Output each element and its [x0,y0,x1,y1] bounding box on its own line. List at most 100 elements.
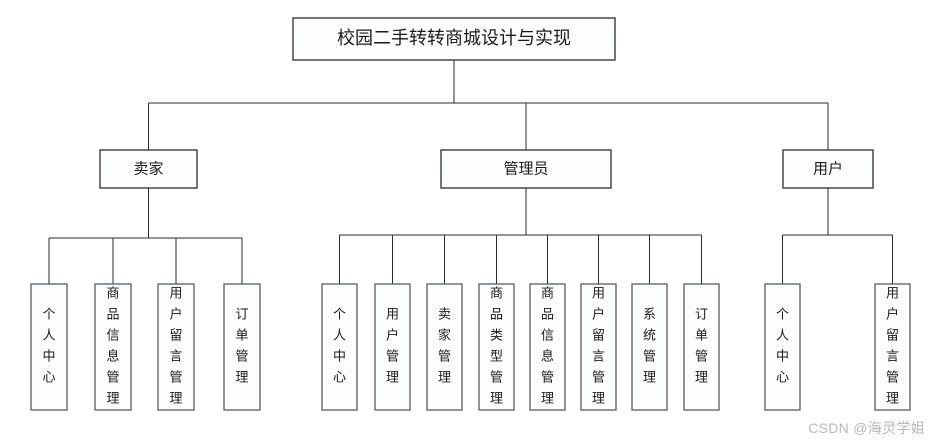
node-admin-leaf-7-label-char: 管 [695,348,708,363]
node-user-label: 用户 [813,160,843,177]
node-admin-leaf-2-label-char: 家 [438,327,451,342]
node-admin-leaf-1-label-char: 理 [386,369,399,384]
node-admin-leaf-7-label-char: 理 [695,369,708,384]
node-admin-leaf-3-label-char: 型 [490,348,503,363]
node-admin-leaf-5-rect [580,283,617,411]
csdn-watermark: CSDN @海灵学姐 [808,420,925,436]
node-admin-leaf-4-label-char: 管 [541,369,554,384]
node-user-leaf-1-label-char: 管 [886,369,899,384]
node-user-leaf-1-label-char: 理 [886,390,899,405]
node-admin-leaf-2-label-char: 理 [438,369,451,384]
node-seller-leaf-2-label-char: 言 [169,348,182,363]
node-seller-leaf-1-label-char: 息 [106,348,119,363]
node-seller-leaf-0-rect [30,283,68,411]
node-admin-leaf-0-label-char: 心 [333,369,346,384]
node-admin-leaf-3-label-char: 商 [490,285,503,300]
node-admin-leaf-3-label-char: 类 [490,327,503,342]
node-admin-rect [440,149,612,189]
node-admin-leaf-1-rect [374,283,411,411]
node-user-leaf-0-label-char: 中 [776,348,789,363]
node-seller-leaf-0-label-char: 中 [42,348,55,363]
node-admin-leaf-0-rect [321,283,358,411]
node-admin-leaf-0-label-char: 个 [333,306,346,321]
node-seller-leaf-2-label-char: 理 [169,390,182,405]
node-seller-leaf-1-label-char: 品 [106,306,119,321]
node-user-leaf-1-rect [874,283,911,411]
node-admin-leaf-6-rect [631,283,668,411]
node-user[interactable]: 用户 [782,149,874,189]
node-admin-leaf-5-label-char: 理 [592,390,605,405]
node-admin-leaf-4-label-char: 商 [541,285,554,300]
node-admin-leaf-3-label-char: 理 [490,390,503,405]
node-seller-leaf-2-label-char: 用 [169,285,182,300]
node-admin-leaf-6-label-char: 管 [643,348,656,363]
node-admin-leaf-6-label-char: 统 [643,327,656,342]
node-user-leaf-0-label-char: 个 [776,306,789,321]
node-admin-leaf-3-label-char: 管 [490,369,503,384]
node-admin-leaf-1-label-char: 用 [386,306,399,321]
node-admin-leaf-3-rect [478,283,515,411]
node-user-leaf-1-label-char: 户 [886,306,899,321]
node-admin-leaf-6-label-char: 理 [643,369,656,384]
node-seller-leaf-1-label-char: 商 [106,285,119,300]
node-seller-leaf-1-label-char: 管 [106,369,119,384]
node-root[interactable]: 校园二手转转商城设计与实现 [292,17,616,61]
node-admin-leaf-1-label-char: 管 [386,348,399,363]
node-admin-leaf-3-label-char: 品 [490,306,503,321]
node-user-leaf-1-label-char: 留 [886,327,899,342]
node-admin-leaf-0-label-char: 中 [333,348,346,363]
node-seller-leaf-2-label-char: 户 [169,306,182,321]
node-seller-label: 卖家 [133,160,163,177]
node-seller[interactable]: 卖家 [99,149,198,189]
node-admin-leaf-5-label-char: 用 [592,285,605,300]
node-admin-leaf-6-label-char: 系 [643,306,656,321]
node-seller-leaf-3-label-char: 订 [235,306,248,321]
node-admin-leaf-7-label-char: 单 [695,327,708,342]
node-admin-leaf-4-label-char: 息 [541,348,554,363]
node-user-leaf-0-label-char: 心 [776,369,789,384]
node-seller-leaf-2-label-char: 留 [169,327,182,342]
node-admin-leaf-5-label-char: 留 [592,327,605,342]
node-admin-leaf-0-label-char: 人 [333,327,346,342]
node-seller-leaf-1-label-char: 信 [106,327,119,342]
node-admin-leaf-7-label-char: 订 [695,306,708,321]
node-user-leaf-1-label-char: 言 [886,348,899,363]
node-admin-leaf-2-rect [426,283,463,411]
node-seller-rect [99,149,198,189]
node-seller-leaf-1-label-char: 理 [106,390,119,405]
node-admin-leaf-4-label-char: 品 [541,306,554,321]
node-admin-leaf-2-label-char: 卖 [438,306,451,321]
node-admin-leaf-5-label-char: 户 [592,306,605,321]
node-admin-leaf-4-label-char: 理 [541,390,554,405]
node-seller-leaf-0-label-char: 心 [42,369,55,384]
node-seller-leaf-2-rect [157,283,195,411]
node-seller-leaf-2-label-char: 管 [169,369,182,384]
node-admin-leaf-7-rect [683,283,720,411]
node-admin-leaf-5-label-char: 管 [592,369,605,384]
node-seller-leaf-3-rect [223,283,261,411]
node-seller-leaf-3-label-char: 管 [235,348,248,363]
node-admin-leaf-1-label-char: 户 [386,327,399,342]
node-admin[interactable]: 管理员 [440,149,612,189]
node-root-label: 校园二手转转商城设计与实现 [337,28,571,48]
node-admin-label: 管理员 [503,160,548,177]
node-admin-leaf-4-rect [529,283,566,411]
node-user-rect [782,149,874,189]
node-user-leaf-1-label-char: 用 [886,285,899,300]
node-admin-leaf-2-label-char: 管 [438,348,451,363]
node-user-leaf-0-rect [764,283,801,411]
